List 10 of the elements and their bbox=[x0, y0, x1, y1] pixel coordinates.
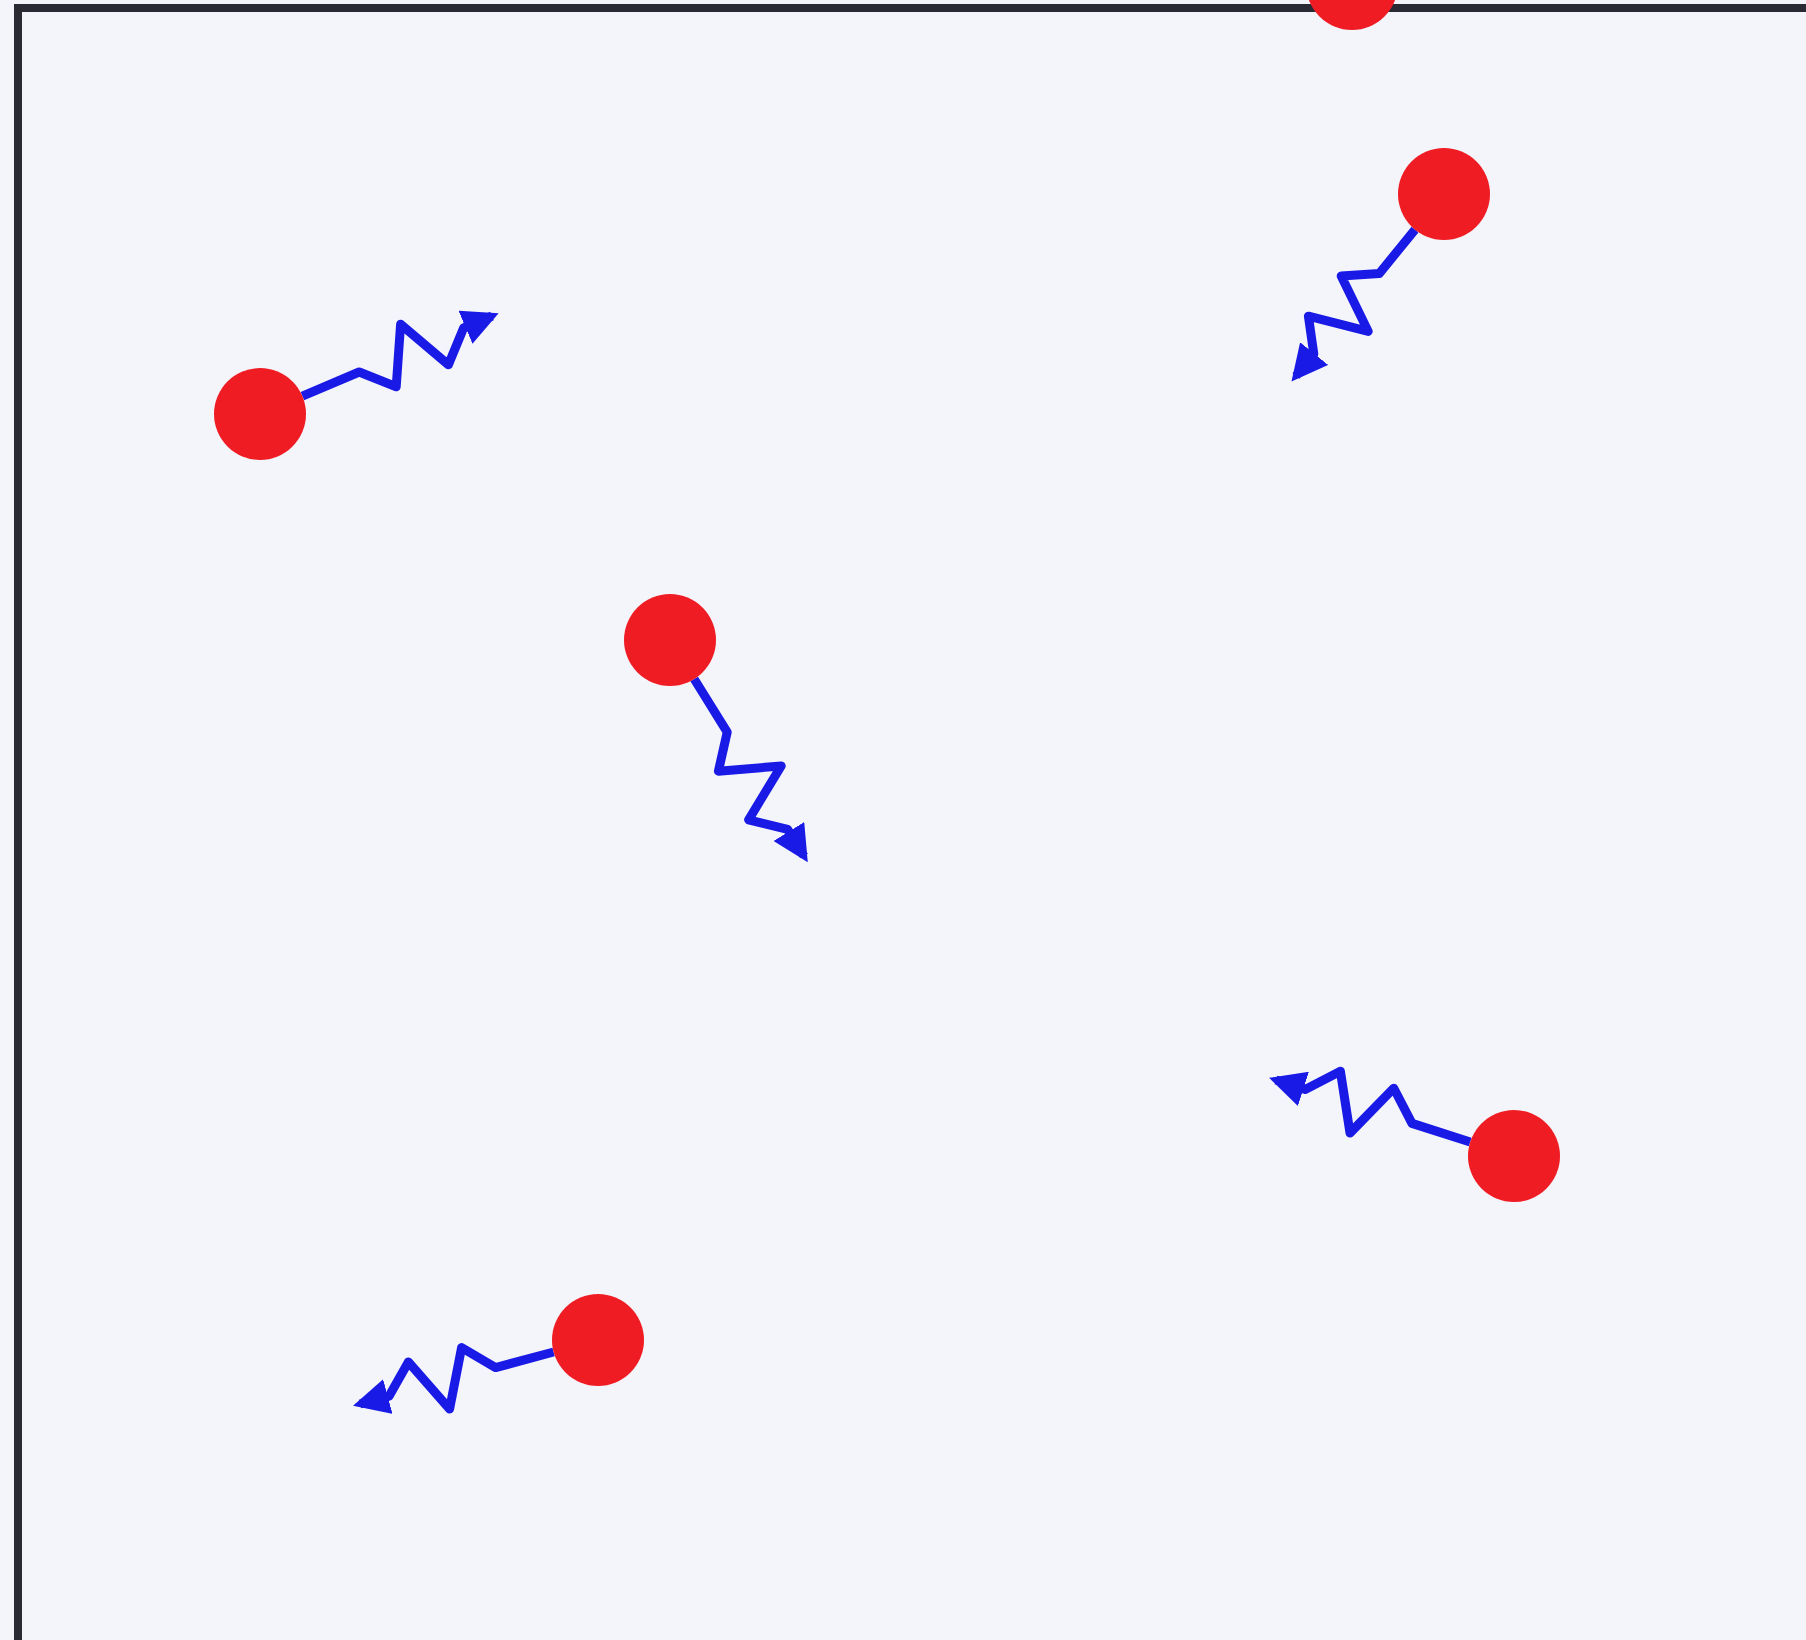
particle-dot bbox=[1468, 1110, 1560, 1202]
wavy-arrow bbox=[300, 310, 499, 401]
particle-dot bbox=[214, 368, 306, 460]
wavy-arrow bbox=[353, 1343, 555, 1414]
wavy-arrow bbox=[690, 676, 808, 863]
particle-dot bbox=[624, 594, 716, 686]
particle-dot bbox=[1398, 148, 1490, 240]
particle-dot bbox=[552, 1294, 644, 1386]
wavy-arrow bbox=[1291, 226, 1419, 382]
wavy-arrow bbox=[1269, 1066, 1472, 1147]
